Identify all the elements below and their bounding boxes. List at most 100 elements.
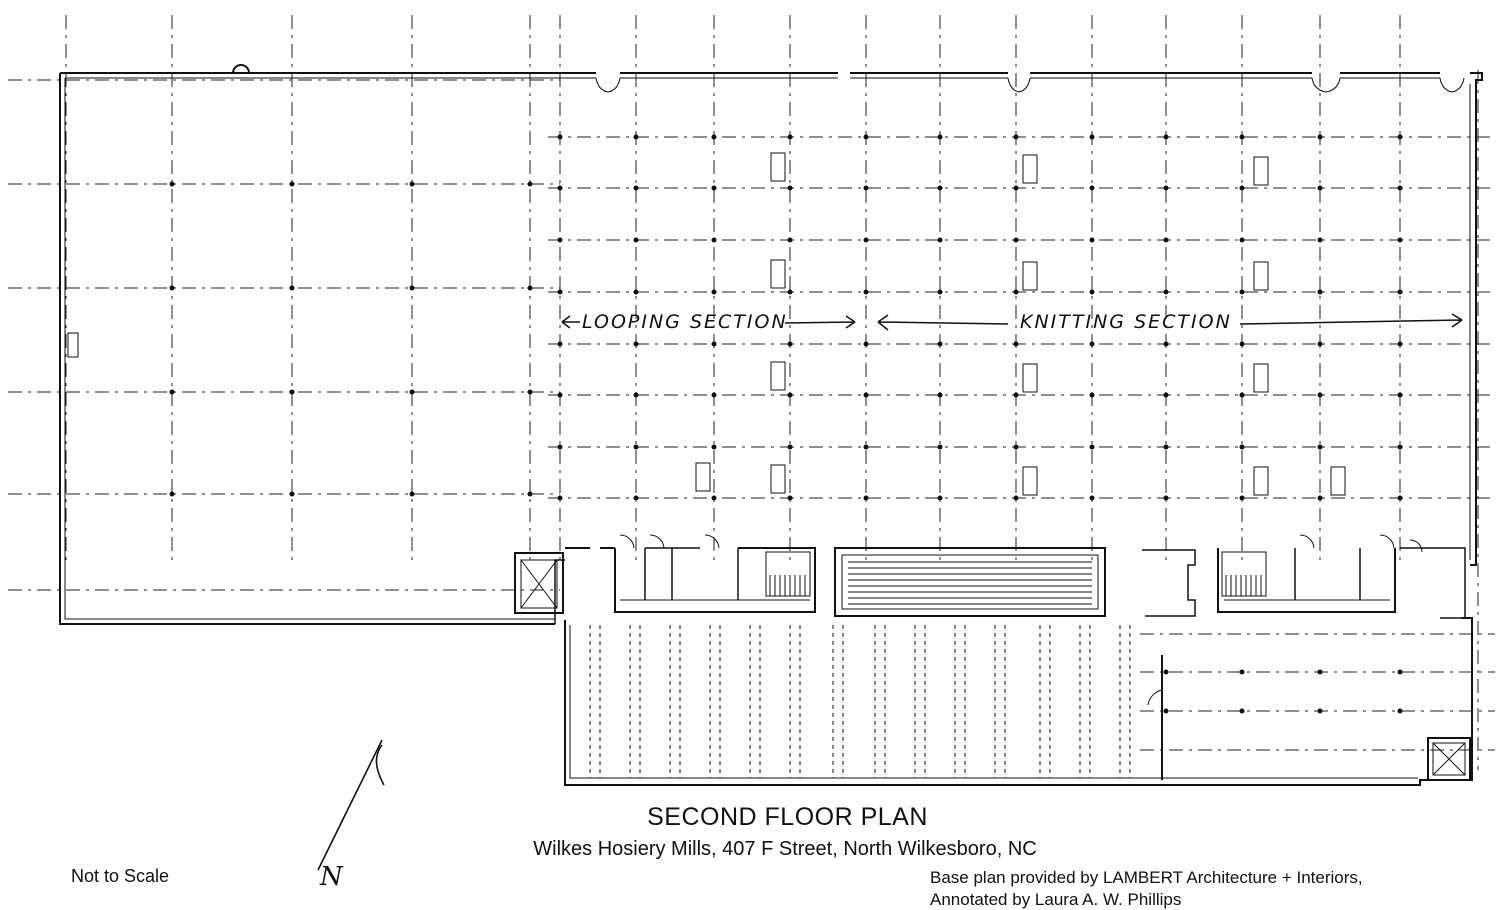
column-dot [787, 134, 793, 140]
knitting-left-arrow [877, 314, 1009, 331]
column-dot [1397, 495, 1403, 501]
column-dot [527, 285, 533, 291]
column-dot [1239, 669, 1245, 675]
column-dot [409, 181, 415, 187]
vent-marker [1022, 261, 1038, 291]
column-dot [1397, 185, 1403, 191]
column-dot [557, 237, 563, 243]
annex-bay-lines [589, 625, 1131, 778]
column-dot [711, 444, 717, 450]
column-dot [1239, 392, 1245, 398]
vent-marker [1022, 363, 1038, 393]
column-dot [1317, 134, 1323, 140]
column-dot [1013, 495, 1019, 501]
north-door-swings [595, 77, 1465, 93]
column-dot [409, 491, 415, 497]
knitting-right-arrow [1239, 313, 1463, 328]
column-dot [787, 289, 793, 295]
column-dot [1163, 708, 1169, 714]
column-dot [1013, 134, 1019, 140]
column-dot [1013, 341, 1019, 347]
plan-subtitle: Wilkes Hosiery Mills, 407 F Street, Nort… [533, 838, 1037, 860]
column-dot [527, 491, 533, 497]
column-dot [1163, 495, 1169, 501]
column-dot [863, 237, 869, 243]
column-dot [787, 392, 793, 398]
column-dot [1397, 341, 1403, 347]
column-dot [557, 185, 563, 191]
column-dot [1239, 495, 1245, 501]
wall-marker [67, 332, 79, 358]
column-dot [787, 237, 793, 243]
column-dot [557, 495, 563, 501]
column-dot [1013, 392, 1019, 398]
column-dot [1163, 444, 1169, 450]
column-dot [1089, 289, 1095, 295]
column-dot [1317, 708, 1323, 714]
looping-right-arrow [784, 315, 856, 329]
section-arrows [561, 313, 1463, 331]
vent-marker [695, 462, 711, 492]
column-dot [633, 185, 639, 191]
column-dot [711, 341, 717, 347]
column-dot [1397, 392, 1403, 398]
column-dot [711, 289, 717, 295]
column-dot [1317, 444, 1323, 450]
column-dot [1089, 392, 1095, 398]
vent-marker [770, 259, 786, 289]
column-dot [1317, 289, 1323, 295]
column-dot [1089, 341, 1095, 347]
column-dot [863, 392, 869, 398]
column-dot [1089, 237, 1095, 243]
column-dot [557, 392, 563, 398]
column-dot [863, 289, 869, 295]
scale-note: Not to Scale [71, 866, 170, 886]
core-walls [514, 534, 1471, 781]
column-dot [289, 285, 295, 291]
column-dot [633, 237, 639, 243]
column-dot [409, 285, 415, 291]
column-dot [863, 495, 869, 501]
column-dot [937, 341, 943, 347]
column-dot [863, 185, 869, 191]
column-dot [937, 237, 943, 243]
north-arrow [317, 739, 385, 871]
vent-marker [770, 464, 786, 494]
column-dot [1397, 444, 1403, 450]
column-dot [169, 285, 175, 291]
credit-line-1: Base plan provided by LAMBERT Architectu… [930, 868, 1363, 887]
column-dot [1013, 237, 1019, 243]
column-dot [711, 237, 717, 243]
column-dot [633, 289, 639, 295]
stair-treads [769, 561, 1262, 605]
column-dot [409, 389, 415, 395]
exterior-walls [59, 64, 1483, 786]
north-label: N [320, 862, 343, 892]
vent-marker [770, 152, 786, 182]
column-dot [557, 341, 563, 347]
vent-marker [770, 361, 786, 391]
column-dot [1397, 708, 1403, 714]
column-dot [937, 185, 943, 191]
column-dot [527, 181, 533, 187]
column-dot [711, 495, 717, 501]
column-dot [1317, 669, 1323, 675]
column-dot [937, 289, 943, 295]
vent-marker [1022, 466, 1038, 496]
column-dot [863, 134, 869, 140]
column-dot [1397, 134, 1403, 140]
column-dot [863, 341, 869, 347]
knitting-section-label: KNITTING SECTION [1020, 311, 1232, 333]
column-dot [169, 389, 175, 395]
column-dot [1013, 289, 1019, 295]
column-dot [863, 444, 869, 450]
column-dot [1239, 444, 1245, 450]
column-dot [289, 389, 295, 395]
column-dot [787, 185, 793, 191]
column-dot [289, 181, 295, 187]
column-dot [527, 389, 533, 395]
vent-marker [1330, 466, 1346, 496]
column-dot [787, 444, 793, 450]
plan-title: SECOND FLOOR PLAN [647, 803, 928, 831]
